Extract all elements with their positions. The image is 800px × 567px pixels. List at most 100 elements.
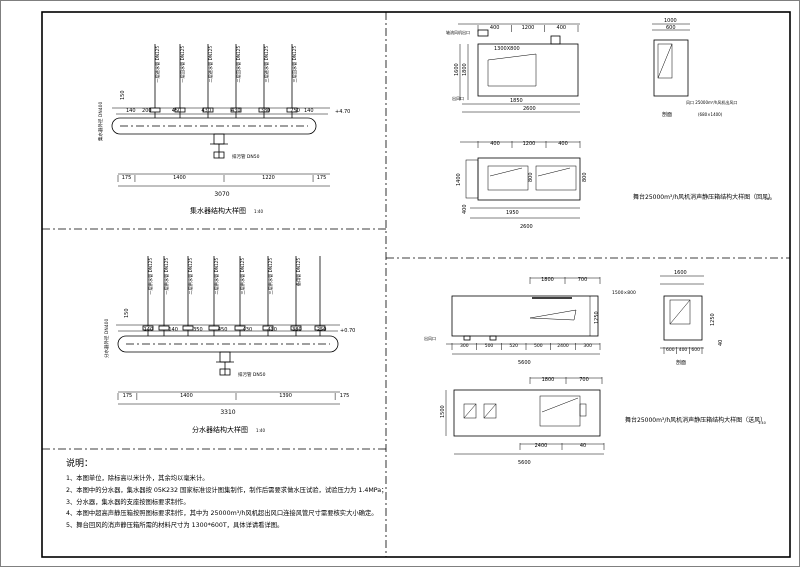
distributor-pipe-label-7: 备用管 DN125: [295, 258, 302, 287]
distributor-spacing-6: 430: [267, 327, 277, 333]
collector-pipe-label-4: 二层回水管 DN125: [235, 46, 242, 83]
box1-section-label: 剖面: [662, 111, 672, 118]
collector-pipe-label-1: 一层进水管 DN125: [154, 46, 161, 83]
distributor-pipe-label-2: 一层供水管 DN125: [163, 258, 170, 295]
box2-plan-top-label-1: 1800: [541, 277, 554, 283]
box2-plan-bottom-label-2: 500: [485, 343, 494, 349]
collector-side-dim: 140: [126, 108, 136, 114]
note-4: 4、本图中超高声静压箱按照图标要求制作，其中为 25000m³/h风机超出风口连…: [66, 510, 378, 518]
collector-riser-dim: 150: [120, 90, 126, 100]
distributor-spacing-4: 450: [218, 327, 228, 333]
distributor-bottom-dim-4: 175: [340, 393, 350, 399]
box1-tag: 1300X800: [494, 46, 520, 52]
collector-bottom-dim-1: 175: [122, 175, 132, 181]
box1-caption: 舞台25000m³/h风机消声静压箱结构大样图（回风）: [633, 193, 774, 201]
collector-bottom-dim-4: 175: [317, 175, 327, 181]
note-5: 5、舞台回风的消声静压箱所需的材料尺寸为 1300*600T，具体详请看详图。: [66, 522, 284, 530]
box1-callout-1: 轴流风机出口: [446, 29, 470, 35]
distributor-pipe-label-1: 一层供水管 DN125: [147, 258, 154, 295]
distributor-pipe-label-5: 三层供水管 DN125: [239, 258, 246, 295]
box2-callout: 出风口: [424, 335, 436, 341]
note-1: 1、本图单位，除标高以米计外，其余均以毫米计。: [66, 475, 209, 482]
distributor-drain-label: 排污管 DN50: [238, 371, 266, 378]
drawing-frame: [41, 11, 791, 558]
box2-plan-bottom-label-6: 300: [583, 343, 592, 349]
box2-section-left-dim-1: 1250: [710, 313, 716, 326]
collector-end-dim: 140: [304, 108, 314, 114]
box1-front-total: 2600: [520, 224, 533, 230]
distributor-bottom-dim-2: 1400: [180, 393, 193, 399]
distributor-caption: 分水器结构大样图: [192, 425, 248, 434]
box2-plan-bottom-label-1: 300: [460, 343, 469, 349]
box2-section-bottom-label-2: 400: [679, 347, 688, 353]
box1-front-bottom-dim: 1950: [506, 210, 519, 216]
box1-front-top-label-3: 400: [558, 141, 568, 147]
box2-plan-bottom-label-3: 520: [509, 343, 518, 349]
box2-plan-left-dim: 1250: [594, 311, 600, 324]
box2-front-top-label-1: 1800: [542, 377, 555, 383]
distributor-diameter-label: 分水器外径 DN400: [103, 319, 110, 358]
box2-section-bottom-label-3: 600: [691, 347, 700, 353]
box1-section-view: 1000 600 剖面 风口 25000m³/h风机出风口 (680×1400): [652, 18, 737, 118]
collector-pipe-label-3: 二层进水管 DN125: [207, 46, 214, 83]
box2-scale: 1:40: [758, 421, 766, 425]
box2-plan-bottom-label-5: 2400: [557, 343, 569, 349]
collector-bottom-dim-2: 1400: [173, 175, 186, 181]
distributor-scale: 1:40: [256, 428, 265, 433]
note-3: 3、分水器，集水器的支座按图标要求制作。: [66, 498, 190, 506]
note-2: 2、本图中的分水器，集水器按 05K232 国家标准设计图集制作，制作后需要求做…: [66, 486, 388, 494]
box1-scale: 1:40: [764, 197, 772, 201]
collector-height-label: +4.70: [335, 109, 350, 115]
distributor-pipe-label-3: 二层供水管 DN125: [187, 258, 194, 295]
distributor-spacing-3: 350: [193, 327, 203, 333]
collector-bottom-dim-3: 1220: [262, 175, 275, 181]
collector-spacing-3: 430: [201, 108, 211, 114]
box1-plan-left-dim-2: 1800: [462, 63, 468, 76]
collector-scale: 1:40: [254, 209, 263, 214]
box1-plan-top-label-1: 400: [490, 25, 500, 31]
box1-front-inner-dim-1: 800: [528, 172, 534, 182]
box1-plan-top-label-3: 400: [557, 25, 567, 31]
box1-callout-2: 出风口: [452, 95, 464, 101]
box2-front-total: 5600: [518, 460, 531, 466]
box1-plan-total: 2600: [523, 106, 536, 112]
box1-plan-bottom-dim: 1850: [510, 98, 523, 104]
collector-pipe-label-5: 三层进水管 DN125: [263, 46, 270, 83]
distributor-total-length: 3310: [220, 409, 235, 416]
box2-section-bottom-label-1: 600: [666, 347, 675, 353]
collector-spacing-4: 430: [231, 108, 241, 114]
box1-plan-view: 1300X800 轴流风机出口 出风口 1850 2600 1600 1800 …: [446, 23, 580, 113]
collector-spacing-5: 380: [261, 108, 271, 114]
distributor-riser-dim: 150: [124, 308, 130, 318]
box2-caption: 舞台25000m³/h风机消声静压箱结构大样图（送风）: [625, 416, 766, 424]
distributor-spacing-5: 430: [243, 327, 253, 333]
collector-spacing-1: 200: [142, 108, 152, 114]
box1-front-left-dim-1: 1400: [456, 173, 462, 186]
box1-plan-top-label-2: 1200: [522, 25, 535, 31]
collector-total-length: 3070: [214, 191, 229, 198]
notes-title: 说明：: [66, 459, 94, 469]
distributor-pipe-label-4: 二层供水管 DN125: [213, 258, 220, 295]
collector-spacing-2: 450: [172, 108, 182, 114]
box1-front-top-label-2: 1200: [523, 141, 536, 147]
box2-section-left-dim-2: 40: [718, 340, 724, 346]
collector-pipe-label-6: 三层回水管 DN125: [291, 46, 298, 83]
box1-section-right-label: 风口 25000m³/h风机出风口: [686, 99, 737, 105]
distributor-height-label: +0.70: [340, 328, 355, 334]
collector-pipe-label-2: 一层回水管 DN125: [179, 46, 186, 83]
box1-front-left-dim-2: 400: [462, 204, 468, 214]
collector-drain-label: 排污管 DN50: [232, 153, 260, 160]
box1-section-top-dim: 1000: [664, 18, 677, 24]
box2-front-bottom-label-2: 40: [580, 443, 586, 449]
box2-front-left-dim: 1500: [440, 405, 446, 418]
box1-front-inner-dim-2: 800: [582, 172, 588, 182]
box2-section-label: 剖面: [676, 359, 686, 366]
distributor-flange: [182, 325, 194, 331]
distributor-spacing-8: 250: [317, 327, 327, 333]
collector-caption: 集水器结构大样图: [190, 206, 246, 215]
box2-front-bottom-label-1: 2400: [535, 443, 548, 449]
